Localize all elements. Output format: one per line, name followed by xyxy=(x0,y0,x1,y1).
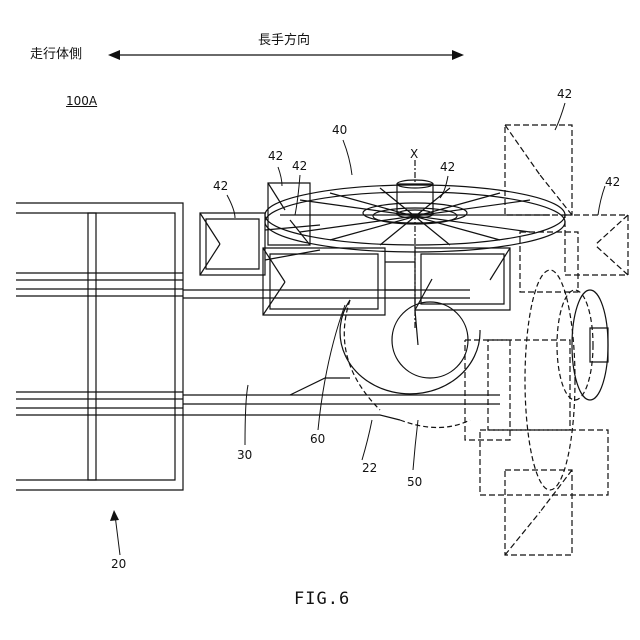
assembly-ref: 100A xyxy=(66,95,97,107)
direction-arrow xyxy=(108,50,464,60)
arm-ref: 22 xyxy=(362,462,377,474)
blades-hidden xyxy=(480,125,628,555)
blade-ref-5: 42 xyxy=(557,88,572,100)
axis-label: X xyxy=(410,148,418,160)
blade-ref-6: 42 xyxy=(605,176,620,188)
direction-label: 長手方向 xyxy=(258,34,310,47)
frame-ref: 30 xyxy=(237,449,252,461)
pulley-assembly xyxy=(340,300,510,440)
blade-ref-1: 42 xyxy=(213,180,228,192)
figure-caption: FIG.6 xyxy=(294,591,350,608)
side-wheel xyxy=(525,270,608,490)
machine-ref: 20 xyxy=(111,558,126,570)
pulley-ref: 50 xyxy=(407,476,422,488)
machine-body xyxy=(16,203,183,490)
vehicle-side-label: 走行体側 xyxy=(30,48,82,61)
spinner-ref: 40 xyxy=(332,124,347,136)
leader-lines xyxy=(110,103,605,555)
blade-ref-4: 42 xyxy=(440,161,455,173)
belt-ref: 60 xyxy=(310,433,325,445)
blade-ref-2: 42 xyxy=(268,150,283,162)
blade-ref-3: 42 xyxy=(292,160,307,172)
